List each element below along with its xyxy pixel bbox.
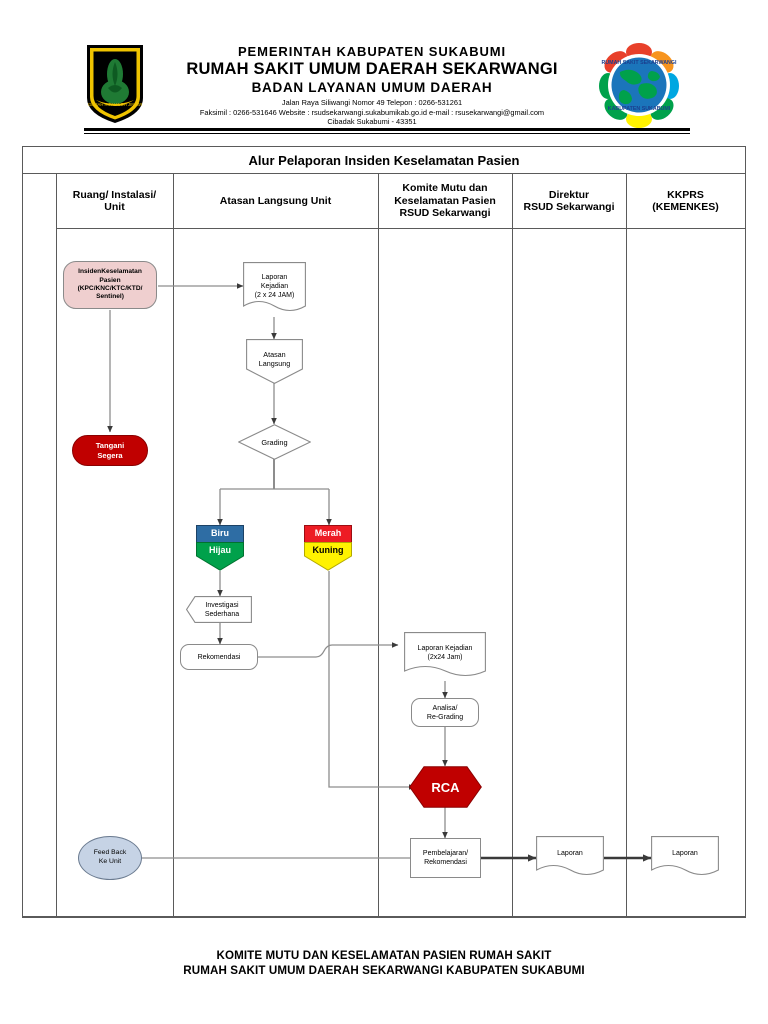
node-grading-merah-kuning[interactable]: Merah Kuning [304,525,352,571]
lane-header-line-1: Ruang/ Instalasi/ [72,188,157,201]
node-analisa-re-grading[interactable]: Analisa/ Re-Grading [411,698,479,727]
lane-header-line-1: Komite Mutu dan [402,182,488,195]
lane-header-direktur: Direktur RSUD Sekarwangi [512,174,626,228]
node-grading-decision[interactable]: Grading [238,424,311,460]
lane-header-line-2: RSUD Sekarwangi [523,201,615,213]
node-rca[interactable]: RCA [409,766,482,808]
node-label-line-1: Analisa/ [432,704,458,712]
letterhead-text-block: PEMERINTAH KABUPATEN SUKABUMI RUMAH SAKI… [146,44,598,127]
node-label-line-2: Langsung [258,359,291,368]
svg-text:KABUPATEN SUKABUMI: KABUPATEN SUKABUMI [608,106,671,112]
node-label-line-1: Tangani [95,441,125,450]
node-label-line-2: Sederhana [204,610,240,618]
address-line-2: Faksimil : 0266-531646 Website : rsudsek… [199,107,545,117]
letterhead-divider [84,128,690,134]
node-label-line-2: Kejadian [260,282,289,290]
document-shape [536,836,604,876]
lane-header-komite-mutu: Komite Mutu dan Keselamatan Pasien RSUD … [378,174,512,228]
node-insiden-keselamatan-pasien[interactable]: InsidenKeselamatan Pasien (KPC/KNC/KTC/K… [63,261,157,309]
letterhead-rule-thick [84,128,690,131]
node-laporan-kejadian-2x24-jam-komite[interactable]: Laporan Kejadian (2x24 Jam) [404,632,486,682]
node-investigasi-sederhana[interactable]: Investigasi Sederhana [186,596,252,623]
lane-header-atasan-langsung-unit: Atasan Langsung Unit [173,174,378,228]
node-label-kuning: Kuning [312,545,344,555]
node-label-hijau: Hijau [208,545,231,555]
node-label-line-1: InsidenKeselamatan [78,268,142,276]
node-grading-biru-hijau[interactable]: Biru Hijau [196,525,244,571]
node-label: Rekomendasi [197,653,241,661]
node-label-biru: Biru [211,528,229,538]
rsud-sekarwangi-globe-logo: RUMAH SAKIT SEKARWANGI KABUPATEN SUKABUM… [599,43,679,128]
node-label-line-4: Sentinel) [96,293,124,301]
node-label-line-2: Segera [97,450,123,460]
lane-header-line-1: Direktur [548,188,590,201]
footer-line-2: RUMAH SAKIT UMUM DAERAH SEKARWANGI KABUP… [183,964,585,977]
node-label-line-2: Ke Unit [98,858,122,865]
node-label-line-1: Pembelajaran/ [422,850,469,857]
node-feed-back-ke-unit[interactable]: Feed Back Ke Unit [78,836,142,880]
lane-header-line-1: KKPRS [667,188,704,201]
node-laporan-kkprs[interactable]: Laporan [651,836,719,880]
document-shape [404,632,486,677]
letterhead: GEMAH RIPAH LOH JINAWI PEMERINTAH KABUPA… [84,40,690,136]
column-divider-2 [378,174,380,916]
node-label-line-1: Laporan Kejadian [417,644,473,652]
lane-header-line-2: (KEMENKES) [652,201,719,213]
footer-line-1: KOMITE MUTU DAN KESELAMATAN PASIEN RUMAH… [216,949,552,962]
lane-header-kkprs: KKPRS (KEMENKES) [626,174,745,228]
lane-header-line-3: RSUD Sekarwangi [399,207,491,220]
address-line-3: Cibadak Sukabumi - 43351 [327,117,417,126]
footer: KOMITE MUTU DAN KESELAMATAN PASIEN RUMAH… [0,948,768,978]
column-divider-0 [56,174,58,916]
address-line-1: Jalan Raya Siliwangi Nomor 49 Telepon : … [281,98,463,107]
svg-text:GEMAH RIPAH LOH JINAWI: GEMAH RIPAH LOH JINAWI [88,102,142,107]
node-label: Laporan [557,850,583,857]
hexagon-shape [409,766,482,808]
shield-red-yellow-shape [304,525,352,571]
flowchart-title-row: Alur Pelaporan Insiden Keselamatan Pasie… [23,147,745,174]
column-divider-4 [626,174,628,916]
lane-header-line-2: Unit [104,201,125,213]
node-label-line-3: (KPC/KNC/KTC/KTD/ [77,285,143,292]
node-label-line-1: Laporan [261,273,288,281]
blud-line: BADAN LAYANAN UMUM DAERAH [251,80,493,95]
node-label-line-2: Rekomendasi [424,859,467,866]
node-label-merah: Merah [314,528,342,538]
govt-line: PEMERINTAH KABUPATEN SUKABUMI [237,44,507,59]
letterhead-rule-thin [84,132,690,134]
flowchart-table: Alur Pelaporan Insiden Keselamatan Pasie… [22,146,746,918]
svg-text:RUMAH SAKIT SEKARWANGI: RUMAH SAKIT SEKARWANGI [602,60,677,66]
node-tangani-segera[interactable]: Tangani Segera [72,435,148,466]
column-divider-3 [512,174,514,916]
node-pembelajaran-rekomendasi[interactable]: Pembelajaran/ Rekomendasi [410,838,481,878]
lane-header-ruang-instalasi-unit: Ruang/ Instalasi/ Unit [56,174,173,228]
node-label-line-3: (2 x 24 JAM) [254,291,295,299]
pentagon-down-shape [246,339,303,384]
node-label-line-1: Atasan [263,349,286,359]
node-label-line-1: Feed Back [93,849,127,857]
node-laporan-kejadian-2x24-jam[interactable]: Laporan Kejadian (2 x 24 JAM) [243,262,306,318]
node-label-line-2: Pasien [99,276,121,284]
node-label: RCA [431,779,460,795]
node-label-line-2: (2x24 Jam) [427,653,463,661]
column-divider-1 [173,174,175,916]
node-laporan-direktur[interactable]: Laporan [536,836,604,880]
flowchart-title: Alur Pelaporan Insiden Keselamatan Pasie… [248,152,520,168]
node-atasan-langsung[interactable]: Atasan Langsung [246,339,303,384]
document-shape [243,262,306,312]
lane-header-line-2: Keselamatan Pasien [394,194,496,207]
node-label-line-1: Investigasi [205,601,239,609]
header-underline [56,228,745,230]
lane-header-line-1: Atasan Langsung Unit [219,194,332,207]
kabupaten-sukabumi-crest-logo: GEMAH RIPAH LOH JINAWI [87,45,143,123]
node-label-line-2: Re-Grading [426,713,464,721]
diamond-shape [238,424,311,460]
document-shape [651,836,719,876]
node-label: Laporan [672,850,698,857]
shield-blue-green-shape [196,525,244,571]
notched-chevron-shape [186,596,252,623]
hospital-name: RUMAH SAKIT UMUM DAERAH SEKARWANGI [186,60,558,78]
node-rekomendasi[interactable]: Rekomendasi [180,644,258,670]
node-label: Grading [261,437,288,447]
